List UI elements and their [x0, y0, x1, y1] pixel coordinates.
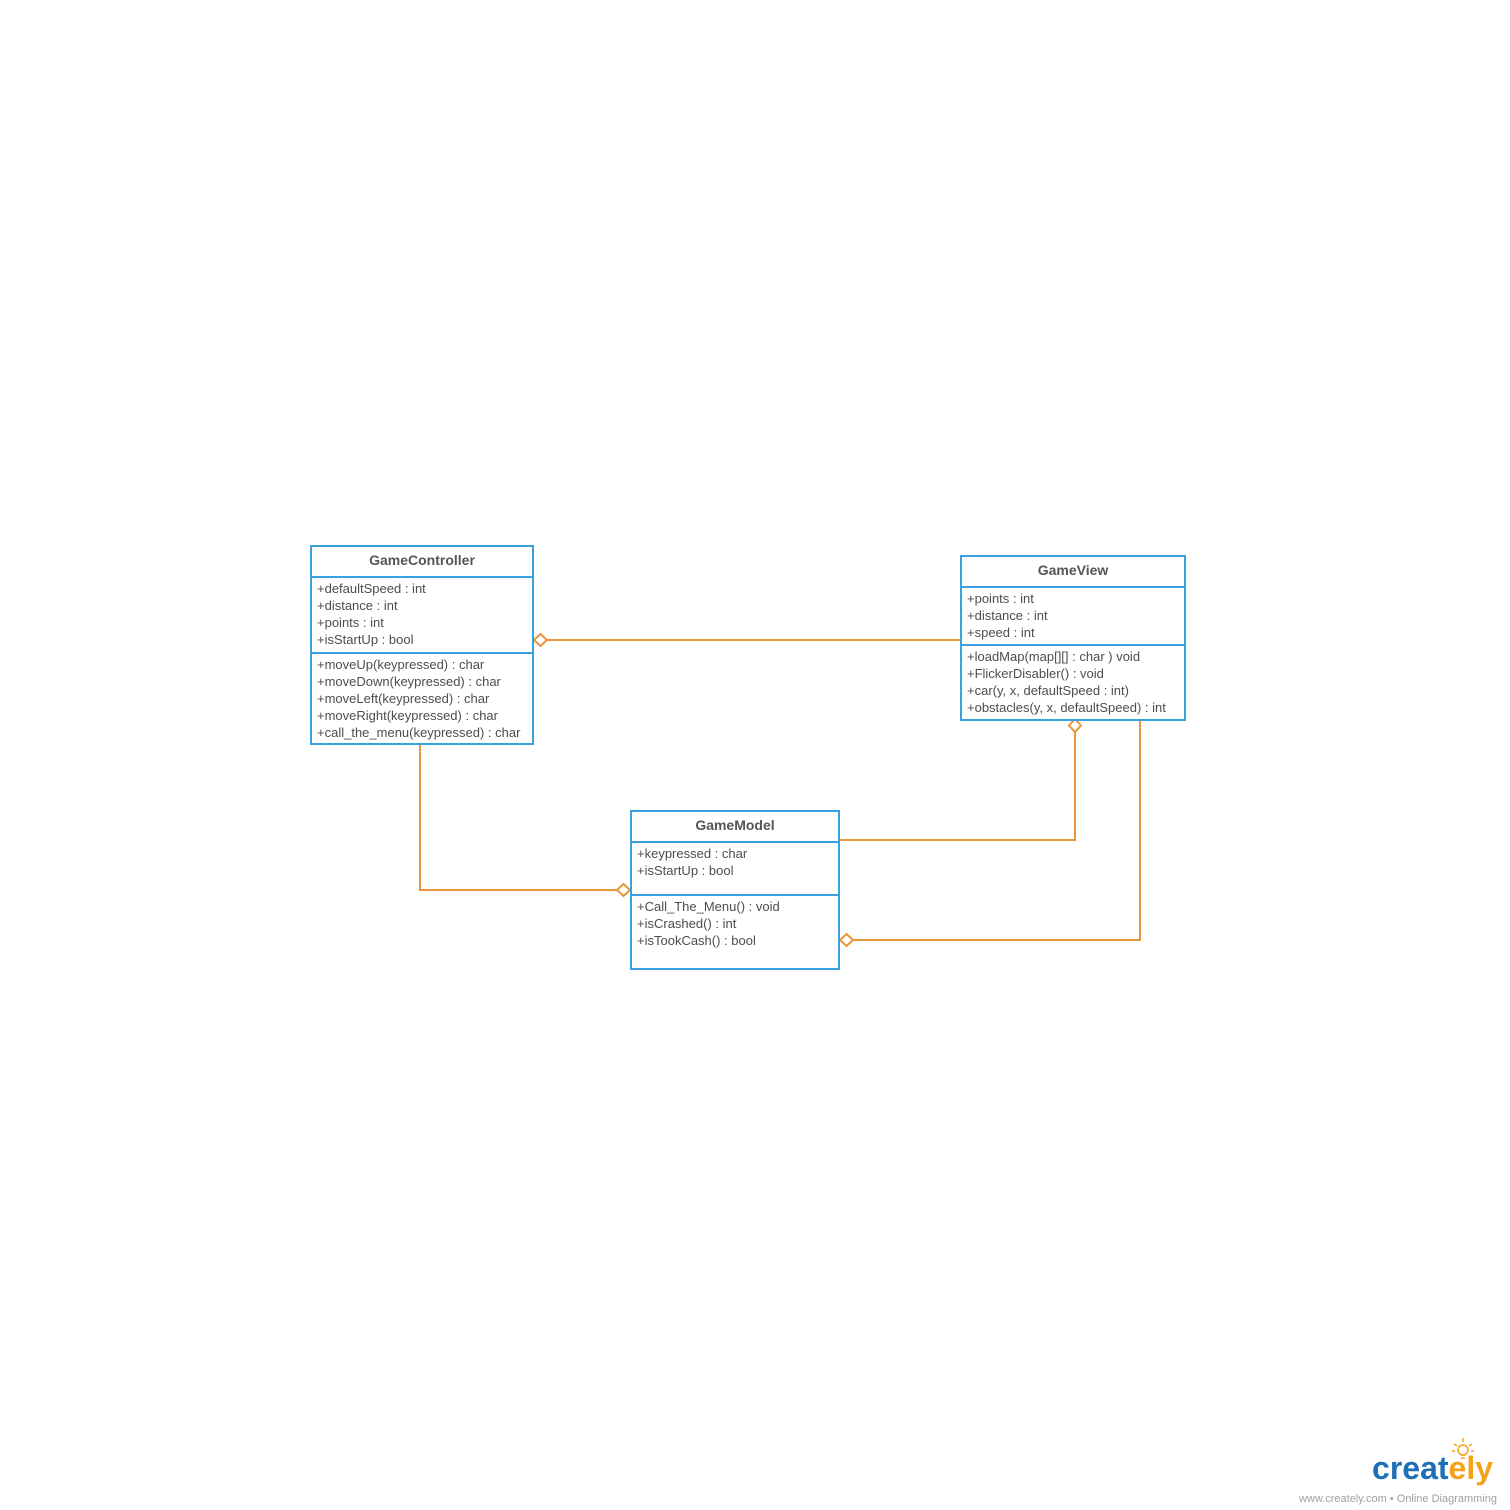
attribute: +keypressed : char: [637, 846, 748, 861]
attributes-section: +points : int +distance : int +speed : i…: [962, 588, 1184, 646]
class-name: GameController: [312, 547, 532, 578]
logo-wordmark-part1: creat: [1372, 1450, 1449, 1486]
aggregation-diamond-view-bottom: [1067, 717, 1083, 734]
class-game-controller[interactable]: GameController +defaultSpeed : int +dist…: [310, 545, 534, 745]
method: +moveLeft(keypressed) : char: [317, 691, 490, 706]
method: +Call_The_Menu() : void: [637, 899, 780, 914]
aggregation-diamond-model-left: [615, 882, 632, 898]
creately-logo: creately www.creately.com • Online Diagr…: [1275, 1436, 1505, 1506]
method: +FlickerDisabler() : void: [967, 666, 1104, 681]
class-name: GameView: [962, 557, 1184, 588]
connector-controller-to-model: [419, 740, 617, 891]
method: +obstacles(y, x, defaultSpeed) : int: [967, 700, 1166, 715]
method: +moveRight(keypressed) : char: [317, 708, 498, 723]
method: +call_the_menu(keypressed) : char: [317, 725, 521, 740]
attributes-section: +keypressed : char +isStartUp : bool: [632, 843, 838, 896]
methods-section: +Call_The_Menu() : void +isCrashed() : i…: [632, 896, 838, 952]
attribute: +speed : int: [967, 625, 1035, 640]
logo-tagline: www.creately.com • Online Diagramming: [1298, 1493, 1497, 1505]
lightbulb-icon: [1452, 1438, 1474, 1459]
connector-model-to-view: [840, 732, 1076, 841]
attribute: +isStartUp : bool: [317, 632, 414, 647]
connector-view-to-model: [853, 720, 1141, 941]
attribute: +points : int: [967, 591, 1034, 606]
attribute: +defaultSpeed : int: [317, 581, 426, 596]
attributes-section: +defaultSpeed : int +distance : int +poi…: [312, 578, 532, 654]
method: +loadMap(map[][] : char ) void: [967, 649, 1141, 664]
class-game-model[interactable]: GameModel +keypressed : char +isStartUp …: [630, 810, 840, 970]
methods-section: +loadMap(map[][] : char ) void +FlickerD…: [962, 646, 1184, 719]
class-name: GameModel: [632, 812, 838, 843]
aggregation-diamond-controller-right: [532, 632, 549, 648]
logo-wordmark: creately: [1372, 1450, 1493, 1487]
attribute: +distance : int: [967, 608, 1048, 623]
method: +isCrashed() : int: [637, 916, 737, 931]
method: +moveDown(keypressed) : char: [317, 674, 501, 689]
attribute: +points : int: [317, 615, 384, 630]
methods-section: +moveUp(keypressed) : char +moveDown(key…: [312, 654, 532, 744]
attribute: +isStartUp : bool: [637, 863, 734, 878]
class-game-view[interactable]: GameView +points : int +distance : int +…: [960, 555, 1186, 721]
method: +car(y, x, defaultSpeed : int): [967, 683, 1129, 698]
method: +moveUp(keypressed) : char: [317, 657, 485, 672]
method: +isTookCash() : bool: [637, 933, 756, 948]
attribute: +distance : int: [317, 598, 398, 613]
logo-wordmark-part2: ely: [1448, 1450, 1493, 1486]
aggregation-diamond-model-right: [838, 932, 855, 948]
